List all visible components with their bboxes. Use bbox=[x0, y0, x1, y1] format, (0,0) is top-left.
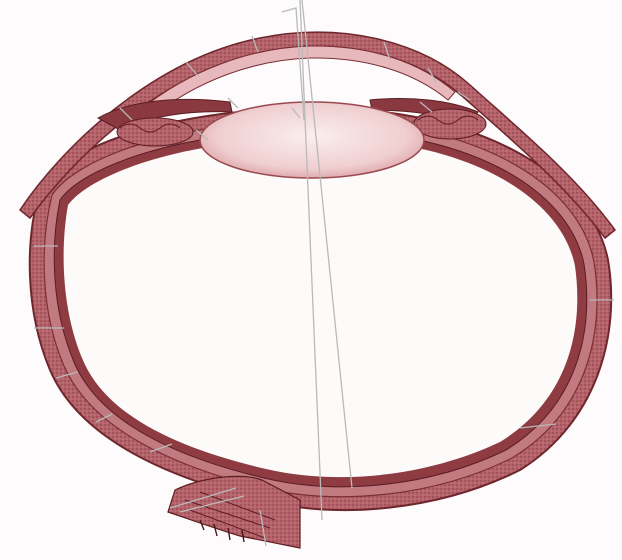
lens bbox=[200, 102, 424, 178]
ciliary-body-left bbox=[117, 118, 193, 146]
ciliary-body-right bbox=[414, 109, 486, 139]
